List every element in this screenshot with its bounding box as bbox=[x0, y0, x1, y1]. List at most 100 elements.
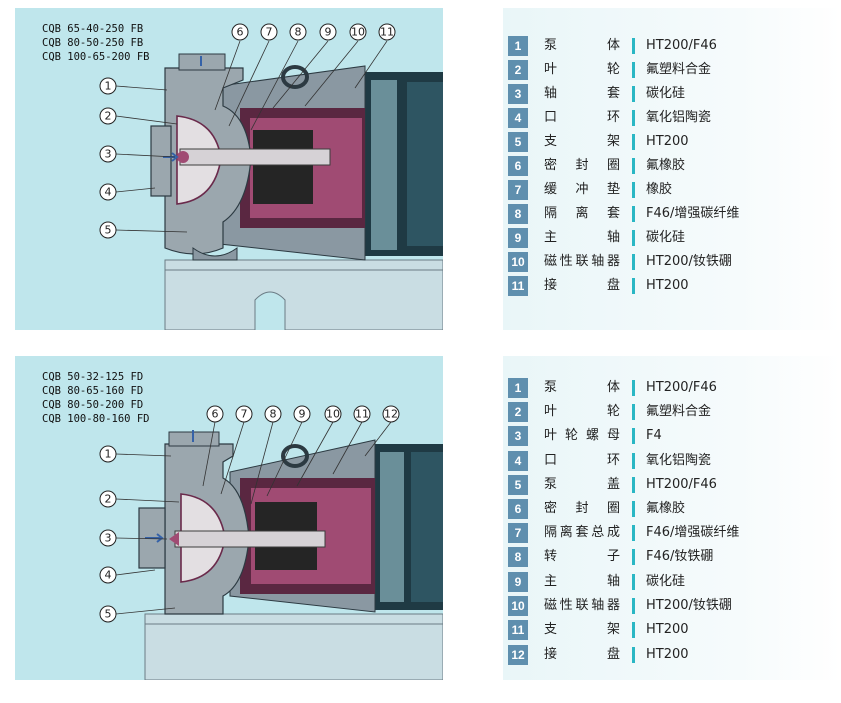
part-number: 4 bbox=[508, 451, 528, 471]
part-name: 接盘 bbox=[544, 647, 620, 662]
part-name: 支架 bbox=[544, 134, 620, 149]
part-name: 支架 bbox=[544, 622, 620, 637]
model-code: CQB 80-50-200 FD bbox=[42, 399, 144, 411]
part-name: 隔离套 bbox=[544, 206, 620, 221]
model-list: CQB 65-40-250 FB CQB 80-50-250 FB CQB 10… bbox=[42, 22, 149, 64]
legend-row: 2 叶轮 氟塑料合金 bbox=[508, 402, 838, 422]
legend-row: 5 泵盖 HT200/F46 bbox=[508, 475, 838, 495]
callout-number: 11 bbox=[380, 26, 394, 39]
part-number: 3 bbox=[508, 426, 528, 446]
model-code: CQB 100-65-200 FB bbox=[42, 51, 150, 63]
part-material: 橡胶 bbox=[646, 182, 673, 197]
legend-row: 4 口环 氧化铝陶瓷 bbox=[508, 108, 838, 128]
part-material: F46/钕铁硼 bbox=[646, 549, 714, 564]
callout-number: 7 bbox=[241, 408, 248, 421]
part-number: 8 bbox=[508, 547, 528, 567]
part-number: 11 bbox=[508, 276, 528, 296]
part-name: 密封圈 bbox=[544, 501, 620, 516]
part-material: 氧化铝陶瓷 bbox=[646, 110, 712, 125]
part-name: 泵体 bbox=[544, 380, 620, 395]
callout-number: 2 bbox=[105, 493, 112, 506]
separator bbox=[632, 477, 635, 493]
callout-number: 10 bbox=[351, 26, 365, 39]
part-material: HT200/F46 bbox=[646, 477, 717, 492]
part-number: 11 bbox=[508, 620, 528, 640]
separator bbox=[632, 254, 635, 270]
model-list: CQB 50-32-125 FD CQB 80-65-160 FD CQB 80… bbox=[42, 370, 149, 426]
part-number: 8 bbox=[508, 204, 528, 224]
callout-number: 1 bbox=[105, 80, 112, 93]
part-number: 1 bbox=[508, 36, 528, 56]
part-name: 泵体 bbox=[544, 38, 620, 53]
pump-diagram-panel-1: CQB 65-40-250 FB CQB 80-50-250 FB CQB 10… bbox=[15, 8, 841, 330]
separator bbox=[632, 86, 635, 102]
separator bbox=[632, 598, 635, 614]
callout-number: 9 bbox=[325, 26, 332, 39]
pump-cross-section-1: CQB 65-40-250 FB CQB 80-50-250 FB CQB 10… bbox=[15, 8, 443, 330]
callout-number: 3 bbox=[105, 532, 112, 545]
part-number: 9 bbox=[508, 572, 528, 592]
callout-number: 5 bbox=[105, 224, 112, 237]
callout-number: 9 bbox=[299, 408, 306, 421]
part-number: 1 bbox=[508, 378, 528, 398]
model-code: CQB 80-65-160 FD bbox=[42, 385, 144, 397]
separator bbox=[632, 404, 635, 420]
part-material: HT200/F46 bbox=[646, 380, 717, 395]
separator bbox=[632, 206, 635, 222]
separator bbox=[632, 182, 635, 198]
part-material: 氟塑料合金 bbox=[646, 404, 712, 419]
separator bbox=[632, 158, 635, 174]
part-material: 氟橡胶 bbox=[646, 501, 686, 516]
part-material: HT200 bbox=[646, 622, 689, 637]
separator bbox=[632, 453, 635, 469]
part-material: HT200/钕铁硼 bbox=[646, 598, 732, 613]
part-material: HT200 bbox=[646, 278, 689, 293]
part-material: HT200/钕铁硼 bbox=[646, 254, 732, 269]
pump-diagram-panel-2: CQB 50-32-125 FD CQB 80-65-160 FD CQB 80… bbox=[15, 356, 841, 680]
part-name: 叶轮 bbox=[544, 62, 620, 77]
separator bbox=[632, 230, 635, 246]
callout-number: 3 bbox=[105, 148, 112, 161]
separator bbox=[632, 549, 635, 565]
part-material: HT200/F46 bbox=[646, 38, 717, 53]
part-name: 转子 bbox=[544, 549, 620, 564]
part-number: 2 bbox=[508, 402, 528, 422]
legend-row: 8 转子 F46/钕铁硼 bbox=[508, 547, 838, 567]
part-name: 密封圈 bbox=[544, 158, 620, 173]
part-number: 5 bbox=[508, 475, 528, 495]
part-material: F46/增强碳纤维 bbox=[646, 206, 740, 221]
part-number: 10 bbox=[508, 252, 528, 272]
part-name: 泵盖 bbox=[544, 477, 620, 492]
part-name: 口环 bbox=[544, 453, 620, 468]
separator bbox=[632, 647, 635, 663]
callout-number: 11 bbox=[355, 408, 369, 421]
part-name: 叶轮 bbox=[544, 404, 620, 419]
legend-row: 11 支架 HT200 bbox=[508, 620, 838, 640]
part-material: HT200 bbox=[646, 134, 689, 149]
part-name: 口环 bbox=[544, 110, 620, 125]
pump-drawing: 1 2 3 4 5 6 7 8 9 10 11 bbox=[99, 23, 443, 330]
pump-cross-section-2: CQB 50-32-125 FD CQB 80-65-160 FD CQB 80… bbox=[15, 356, 443, 680]
part-number: 6 bbox=[508, 156, 528, 176]
part-number: 4 bbox=[508, 108, 528, 128]
pump-drawing: 1 2 3 4 5 6 7 8 9 10 11 12 bbox=[99, 405, 443, 680]
separator bbox=[632, 574, 635, 590]
part-number: 10 bbox=[508, 596, 528, 616]
callout-number: 6 bbox=[237, 26, 244, 39]
callout-number: 10 bbox=[326, 408, 340, 421]
part-material: HT200 bbox=[646, 647, 689, 662]
model-code: CQB 50-32-125 FD bbox=[42, 371, 144, 383]
part-name: 磁性联轴器 bbox=[544, 598, 620, 613]
model-code: CQB 80-50-250 FB bbox=[42, 37, 144, 49]
legend-row: 1 泵体 HT200/F46 bbox=[508, 36, 838, 56]
